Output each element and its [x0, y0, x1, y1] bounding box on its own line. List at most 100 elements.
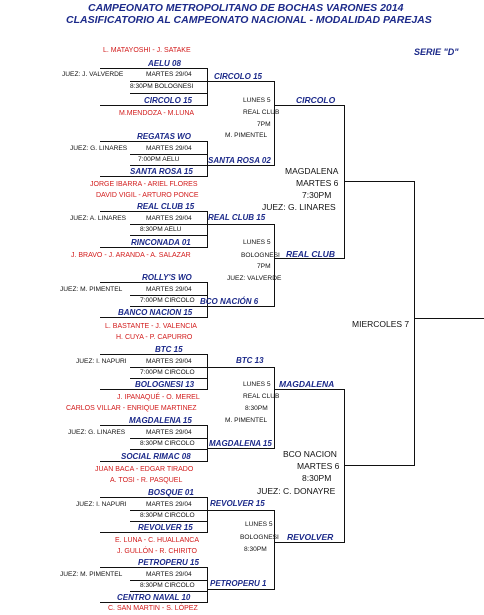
bracket-line	[100, 425, 207, 426]
bracket-line	[207, 141, 208, 177]
sf-place: MAGDALENA	[285, 166, 339, 176]
team-name: ROLLY'S WO	[142, 273, 192, 282]
match-judge: JUEZ: I. NAPURI	[76, 358, 127, 365]
team-name: REGATAS WO	[137, 132, 191, 141]
players: J. IPANAQUÉ - O. MEREL	[117, 394, 200, 401]
bracket-line	[344, 105, 345, 259]
bracket-line	[207, 497, 208, 533]
final-date: MIERCOLES 7	[352, 319, 410, 329]
bracket-line	[100, 211, 207, 212]
qf-time: 7PM	[257, 263, 271, 270]
bracket-line	[130, 295, 207, 296]
players: CARLOS VILLAR - ENRIQUE MARTINEZ	[66, 405, 197, 412]
bracket-line	[207, 448, 274, 449]
players: L. BASTANTE - J. VALENCIA	[105, 323, 197, 330]
players: DAVID VIGIL - ARTURO PONCE	[96, 192, 199, 199]
bracket-line	[130, 438, 207, 439]
match-time-place: 8:30PM BOLOGNESI	[130, 83, 194, 90]
qf-place: BOLOGNESI	[240, 534, 279, 541]
bracket-line	[100, 461, 207, 462]
bracket-line	[130, 165, 207, 166]
bracket-line	[207, 567, 208, 603]
sf-place: BCO NACION	[283, 449, 337, 459]
match-judge: JUEZ: A. LINARES	[70, 215, 127, 222]
match-date: MARTES 29/04	[146, 71, 192, 78]
team-name: RINCONADA 01	[131, 238, 191, 247]
players: J. GULLÓN - R. CHIRITO	[117, 548, 197, 555]
players: C. SAN MARTIN - S. LÓPEZ	[108, 605, 198, 612]
bracket-line	[130, 449, 207, 450]
bracket-line	[207, 510, 274, 511]
match-time-place: 7:00PM CIRCOLO	[140, 369, 195, 376]
team-name: BANCO NACION 15	[118, 308, 193, 317]
bracket-line	[100, 68, 207, 69]
match-judge: JUEZ: G. LINARES	[70, 145, 128, 152]
sf-date: MARTES 6	[297, 461, 340, 471]
team-name: BTC 15	[155, 345, 183, 354]
qf-judge: JUEZ: VALVERDE	[227, 275, 282, 282]
bracket-line	[100, 389, 207, 390]
match-time-place: 7:00PM AELU	[138, 156, 180, 163]
qf-place: REAL CLUB	[243, 393, 280, 400]
qf-judge: M. PIMENTEL	[225, 417, 268, 424]
qf-winner: BCO NACIÓN 6	[200, 297, 259, 306]
players: E. LUNA - C. HUALLANCA	[115, 537, 200, 544]
bracket-line	[100, 176, 207, 177]
players: L. MATAYOSHI - J. SATAKE	[103, 47, 191, 54]
qf-judge: M. PIMENTEL	[225, 132, 268, 139]
title-line-2: CLASIFICATORIO AL CAMPEONATO NACIONAL - …	[66, 14, 432, 26]
bracket-line	[100, 141, 207, 142]
bracket-line	[274, 510, 275, 590]
bracket-line	[130, 510, 207, 511]
qf-time: 8:30PM	[244, 546, 267, 553]
bracket-line	[207, 165, 274, 166]
players: A. TOSI - R. PASQUEL	[110, 477, 183, 484]
qf-winner: CIRCOLO 15	[214, 72, 263, 81]
bracket-line	[100, 247, 207, 248]
players: JORGE IBARRA - ARIEL FLORES	[90, 181, 198, 188]
bracket-line	[130, 224, 207, 225]
match-date: MARTES 29/04	[146, 145, 192, 152]
bracket-line	[207, 81, 274, 82]
team-name: PETROPERU 15	[138, 558, 199, 567]
bracket-line	[207, 367, 274, 368]
qf-place: REAL CLUB	[243, 109, 280, 116]
qf-winner: MAGDALENA 15	[209, 439, 272, 448]
bracket-line	[207, 68, 208, 106]
qf-winner: REAL CLUB 15	[208, 213, 266, 222]
match-time-place: 8:30PM CIRCOLO	[140, 582, 195, 589]
bracket-line	[207, 589, 274, 590]
sf-winner: REVOLVER	[287, 532, 334, 542]
match-judge: JUEZ: J. VALVERDE	[62, 71, 124, 78]
team-name: AELU 08	[148, 59, 181, 68]
team-name: SANTA ROSA 15	[130, 167, 193, 176]
bracket-line	[130, 93, 207, 94]
bracket-line	[130, 591, 207, 592]
bracket-line	[100, 282, 207, 283]
bracket-line	[130, 378, 207, 379]
team-name: MAGDALENA 15	[129, 416, 192, 425]
bracket-line	[274, 389, 344, 390]
match-judge: JUEZ: M. PIMENTEL	[60, 286, 123, 293]
bracket-line	[207, 425, 208, 462]
bracket-line	[130, 367, 207, 368]
qf-day: LUNES 5	[243, 97, 271, 104]
match-judge: JUEZ: G. LINARES	[68, 429, 126, 436]
qf-time: 7PM	[257, 121, 271, 128]
title-line-1: CAMPEONATO METROPOLITANO DE BOCHAS VARON…	[88, 2, 404, 14]
sf-winner: REAL CLUB	[286, 249, 335, 259]
bracket-line	[100, 602, 207, 603]
bracket-line	[130, 235, 207, 236]
sf-time: 8:30PM	[302, 473, 332, 483]
bracket-line	[100, 354, 207, 355]
match-time-place: 8:30PM AELU	[140, 226, 182, 233]
serie-label: SERIE "D"	[414, 47, 459, 57]
match-date: MARTES 29/04	[146, 286, 192, 293]
bracket-line	[130, 81, 207, 82]
bracket-line	[344, 389, 345, 543]
match-judge: JUEZ: M. PIMENTEL	[60, 571, 123, 578]
match-date: MARTES 29/04	[146, 571, 192, 578]
bracket-line	[207, 224, 274, 225]
sf-judge: JUEZ: G. LINARES	[262, 202, 336, 212]
qf-winner: PETROPERU 1	[210, 579, 267, 588]
